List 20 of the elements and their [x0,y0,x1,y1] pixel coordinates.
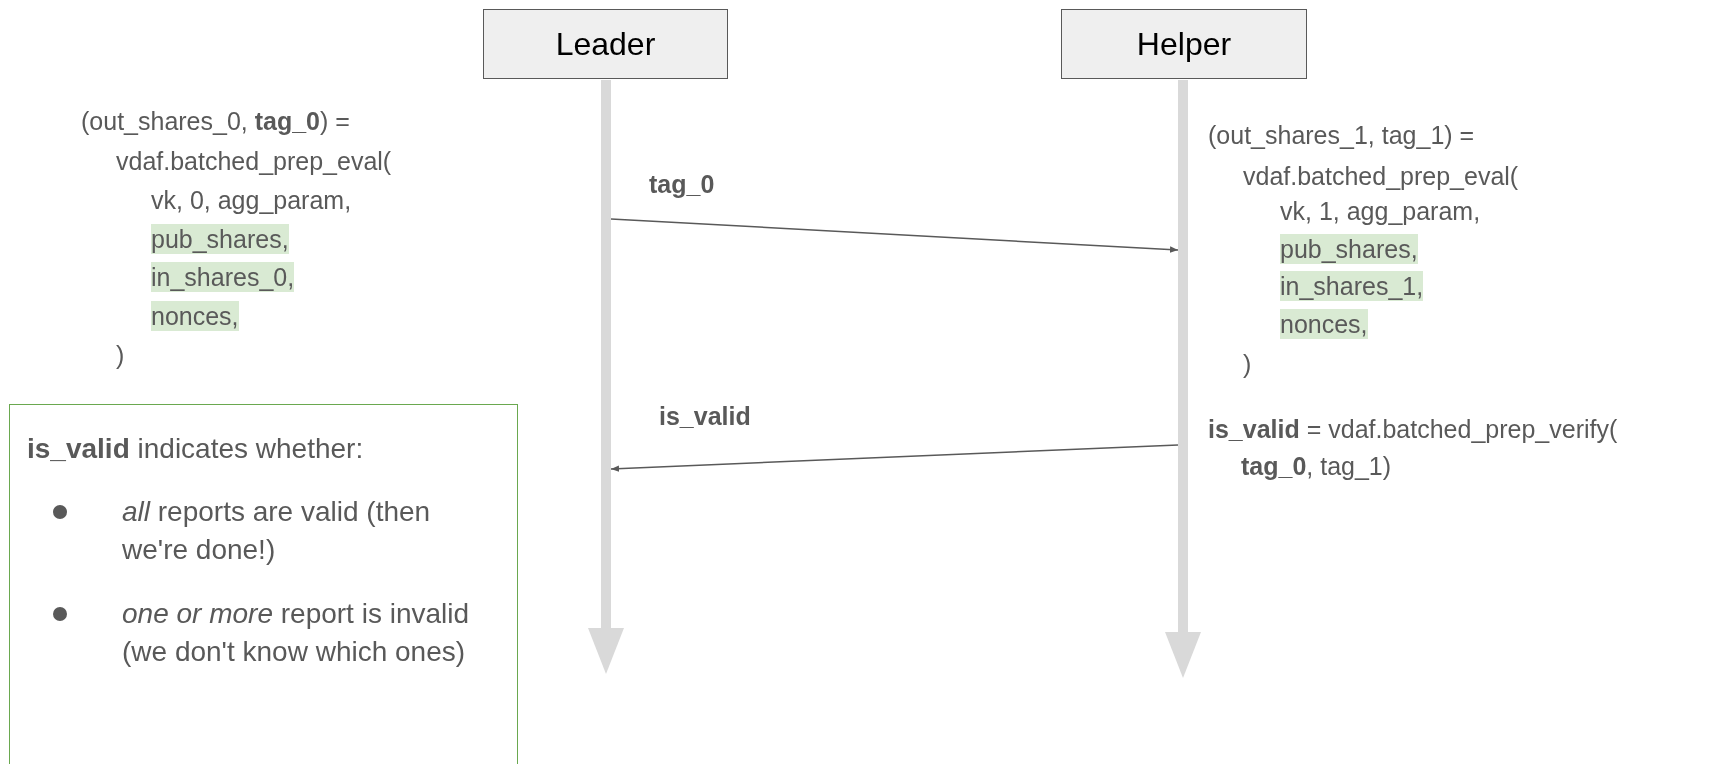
code-line: vdaf.batched_prep_eval( [116,146,392,176]
participant-box: Leader [483,9,728,79]
note-heading: is_valid indicates whether: [27,433,364,465]
bullet-text: one or more report is invalid (we don't know which ones) [122,597,471,669]
note-box [9,404,518,764]
lifeline-arrow [588,80,624,674]
message-arrow [610,444,1179,472]
code-line: tag_0, tag_1) [1241,451,1392,481]
code-line: vdaf.batched_prep_eval( [1243,161,1519,191]
code-line: (out_shares_0, tag_0) = [81,106,350,136]
lifeline-arrow [1165,80,1201,678]
code-line: ) [1243,349,1252,379]
bullet-text: all reports are valid (then we're done!) [122,495,432,567]
message-arrow [610,218,1179,253]
code-line: is_valid = vdaf.batched_prep_verify( [1208,414,1618,444]
code-line: vk, 1, agg_param, [1280,196,1481,226]
participant-box: Helper [1061,9,1307,79]
code-line: (out_shares_1, tag_1) = [1208,120,1475,150]
code-line: vk, 0, agg_param, [151,185,352,215]
code-line: ) [116,340,125,370]
